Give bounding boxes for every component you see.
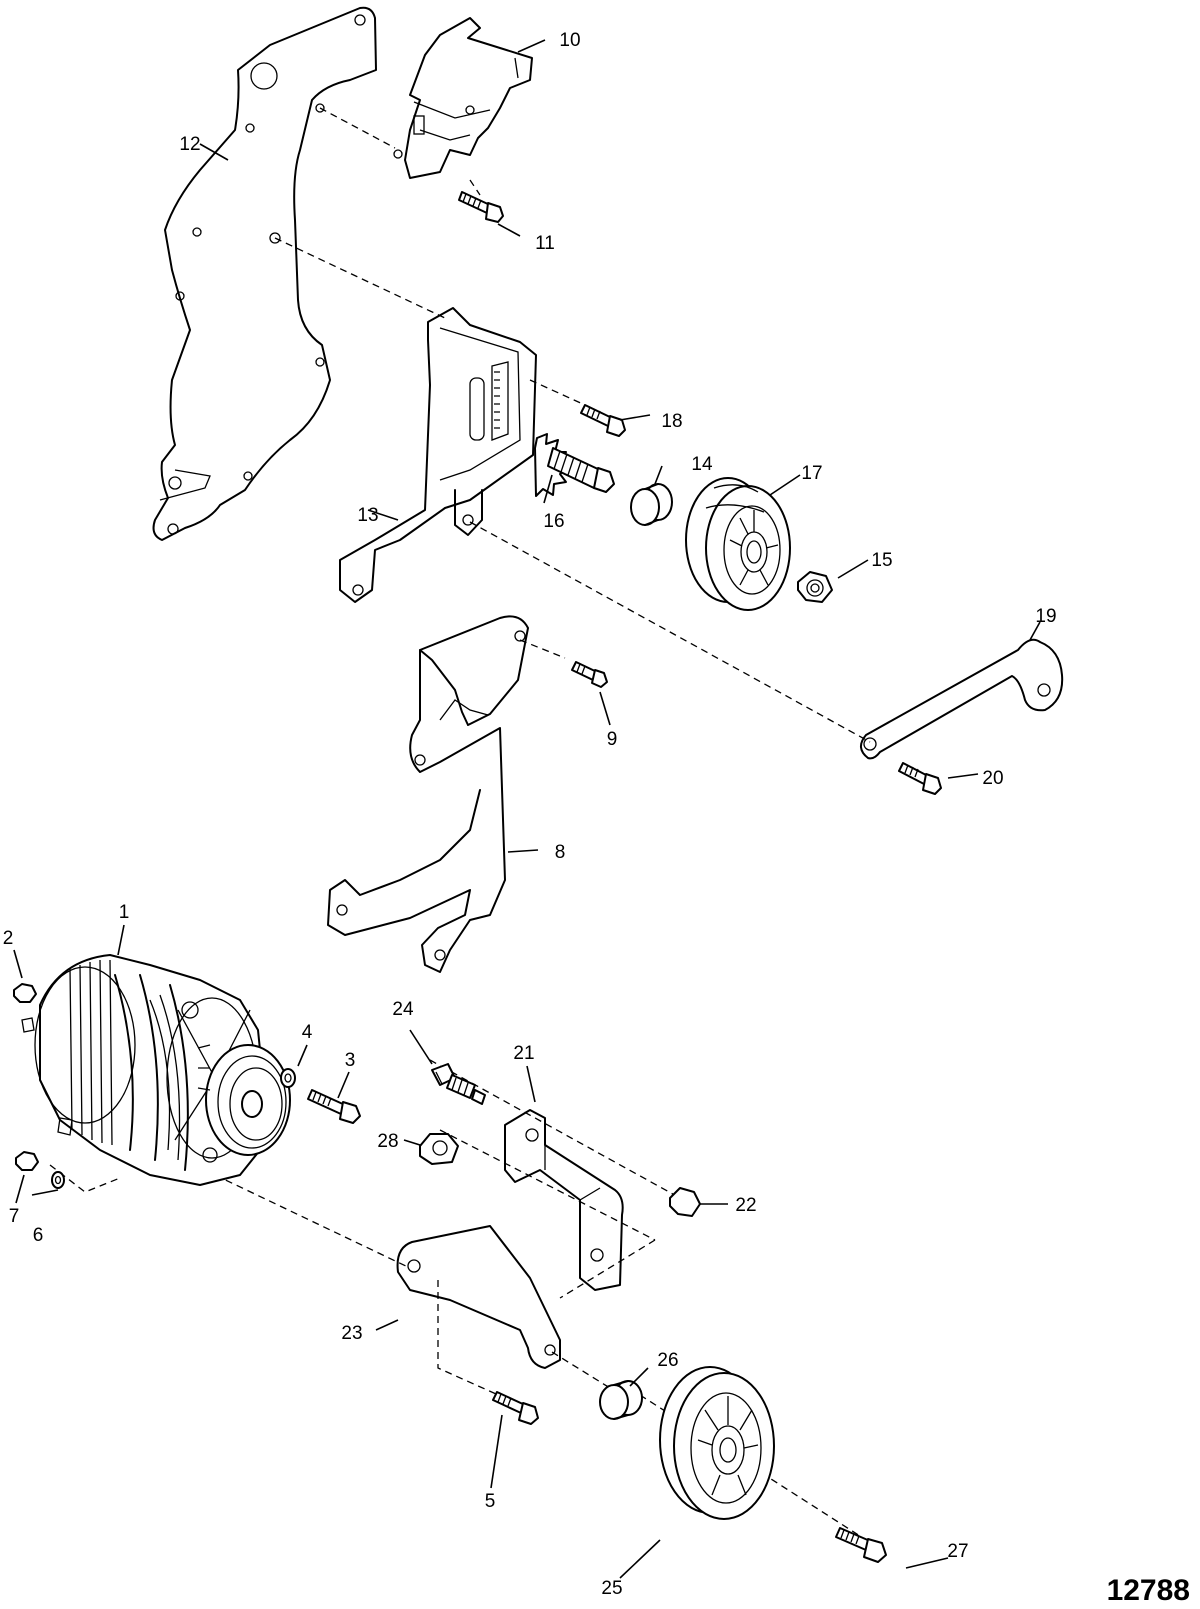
part-7-nut [15, 1151, 39, 1171]
part-8-bracket [327, 615, 529, 973]
callout-27: 27 [947, 1541, 968, 1562]
callout-21: 21 [513, 1043, 534, 1064]
part-2-nut [13, 983, 37, 1003]
part-10-bracket [393, 17, 533, 179]
callout-18: 18 [661, 411, 682, 432]
part-1-alternator [21, 954, 291, 1186]
callout-13: 13 [357, 505, 378, 526]
callout-3: 3 [345, 1050, 356, 1071]
part-9-screw [571, 661, 608, 688]
callout-17: 17 [801, 463, 822, 484]
callout-5: 5 [485, 1491, 496, 1512]
callout-19: 19 [1035, 606, 1056, 627]
part-11-screw [458, 191, 504, 223]
assembly-lines [49, 107, 871, 1537]
callout-28: 28 [377, 1131, 398, 1152]
callout-6: 6 [33, 1225, 44, 1246]
part-17-pulley [685, 477, 791, 611]
part-15-nut [797, 571, 833, 603]
part-18-screw [580, 404, 626, 437]
leader-lines [13, 39, 1041, 1579]
part-20-screw [898, 762, 942, 795]
callout-4: 4 [302, 1022, 313, 1043]
callout-12: 12 [179, 134, 200, 155]
part-6-washer [51, 1171, 65, 1189]
part-26-bushing [599, 1380, 643, 1420]
part-12-plate [152, 6, 377, 541]
part-23-bracket [396, 1225, 561, 1369]
part-24-stud [431, 1063, 486, 1105]
callout-labels: 1 2 3 4 5 6 7 8 9 10 11 12 13 14 15 16 1… [3, 30, 1057, 1599]
callout-25: 25 [601, 1578, 622, 1599]
callout-10: 10 [559, 30, 580, 51]
part-16-stud [534, 433, 615, 497]
callout-7: 7 [9, 1206, 20, 1227]
part-25-pulley [659, 1366, 775, 1520]
figure-id: 12788 [1107, 1574, 1190, 1607]
callout-16: 16 [543, 511, 564, 532]
part-22-nut [669, 1187, 701, 1217]
callout-1: 1 [119, 902, 130, 923]
part-27-screw [835, 1527, 887, 1563]
part-14-bushing [630, 483, 673, 526]
part-13-bracket [339, 307, 537, 603]
part-28-nut [419, 1133, 459, 1165]
callout-26: 26 [657, 1350, 678, 1371]
callout-20: 20 [982, 768, 1003, 789]
callout-15: 15 [871, 550, 892, 571]
callout-11: 11 [535, 233, 555, 254]
callout-9: 9 [607, 729, 618, 750]
callout-23: 23 [341, 1323, 362, 1344]
part-4-washer [280, 1068, 296, 1088]
callout-22: 22 [735, 1195, 756, 1216]
part-19-arm [860, 638, 1064, 760]
callout-2: 2 [3, 928, 14, 949]
callout-8: 8 [555, 842, 566, 863]
callout-14: 14 [691, 454, 713, 475]
part-3-screw [307, 1089, 361, 1124]
part-21-bracket [504, 1109, 624, 1291]
callout-24: 24 [392, 999, 414, 1020]
part-5-screw [492, 1391, 539, 1425]
